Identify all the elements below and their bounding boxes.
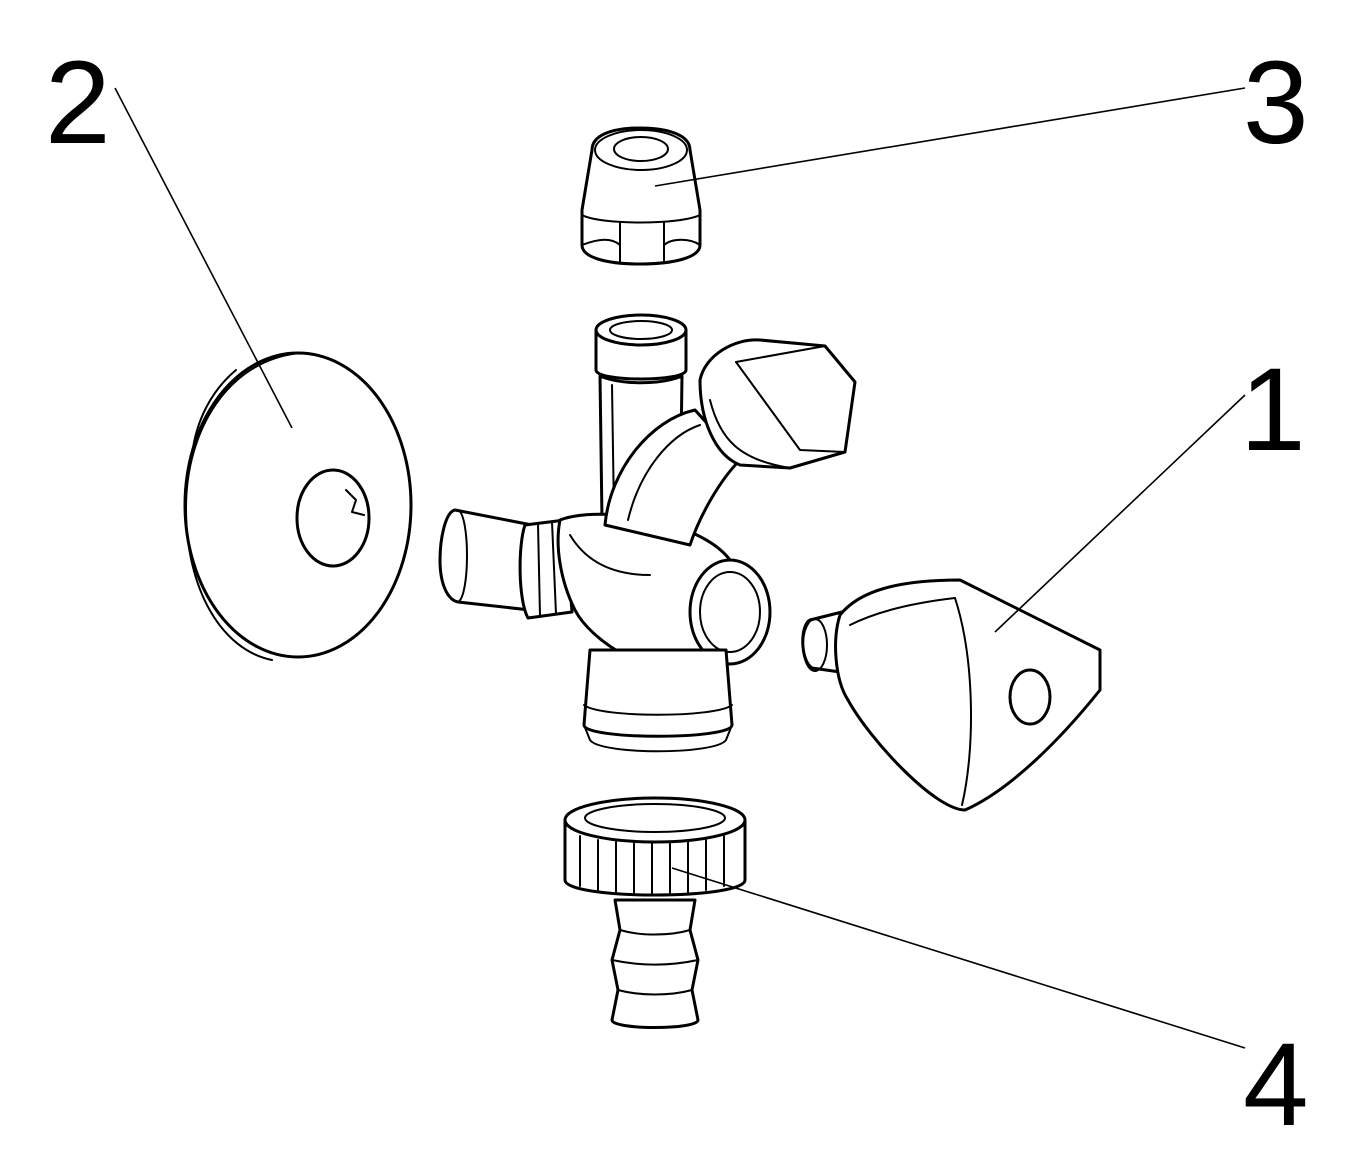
callout-3-label: 3 [1243, 37, 1309, 169]
leader-line-1 [994, 394, 1246, 633]
leader-line-4 [671, 867, 1246, 1049]
handle [801, 578, 1102, 812]
callout-4-label: 4 [1243, 1019, 1309, 1151]
callout-2-label: 2 [45, 37, 111, 169]
leader-line-2 [114, 87, 293, 429]
leader-line-3 [654, 87, 1246, 187]
callout-1-label: 1 [1240, 344, 1306, 476]
valve-body [438, 313, 857, 753]
hose-connector [563, 796, 747, 1029]
compression-nut [580, 126, 702, 266]
wall-rosette [183, 351, 413, 661]
